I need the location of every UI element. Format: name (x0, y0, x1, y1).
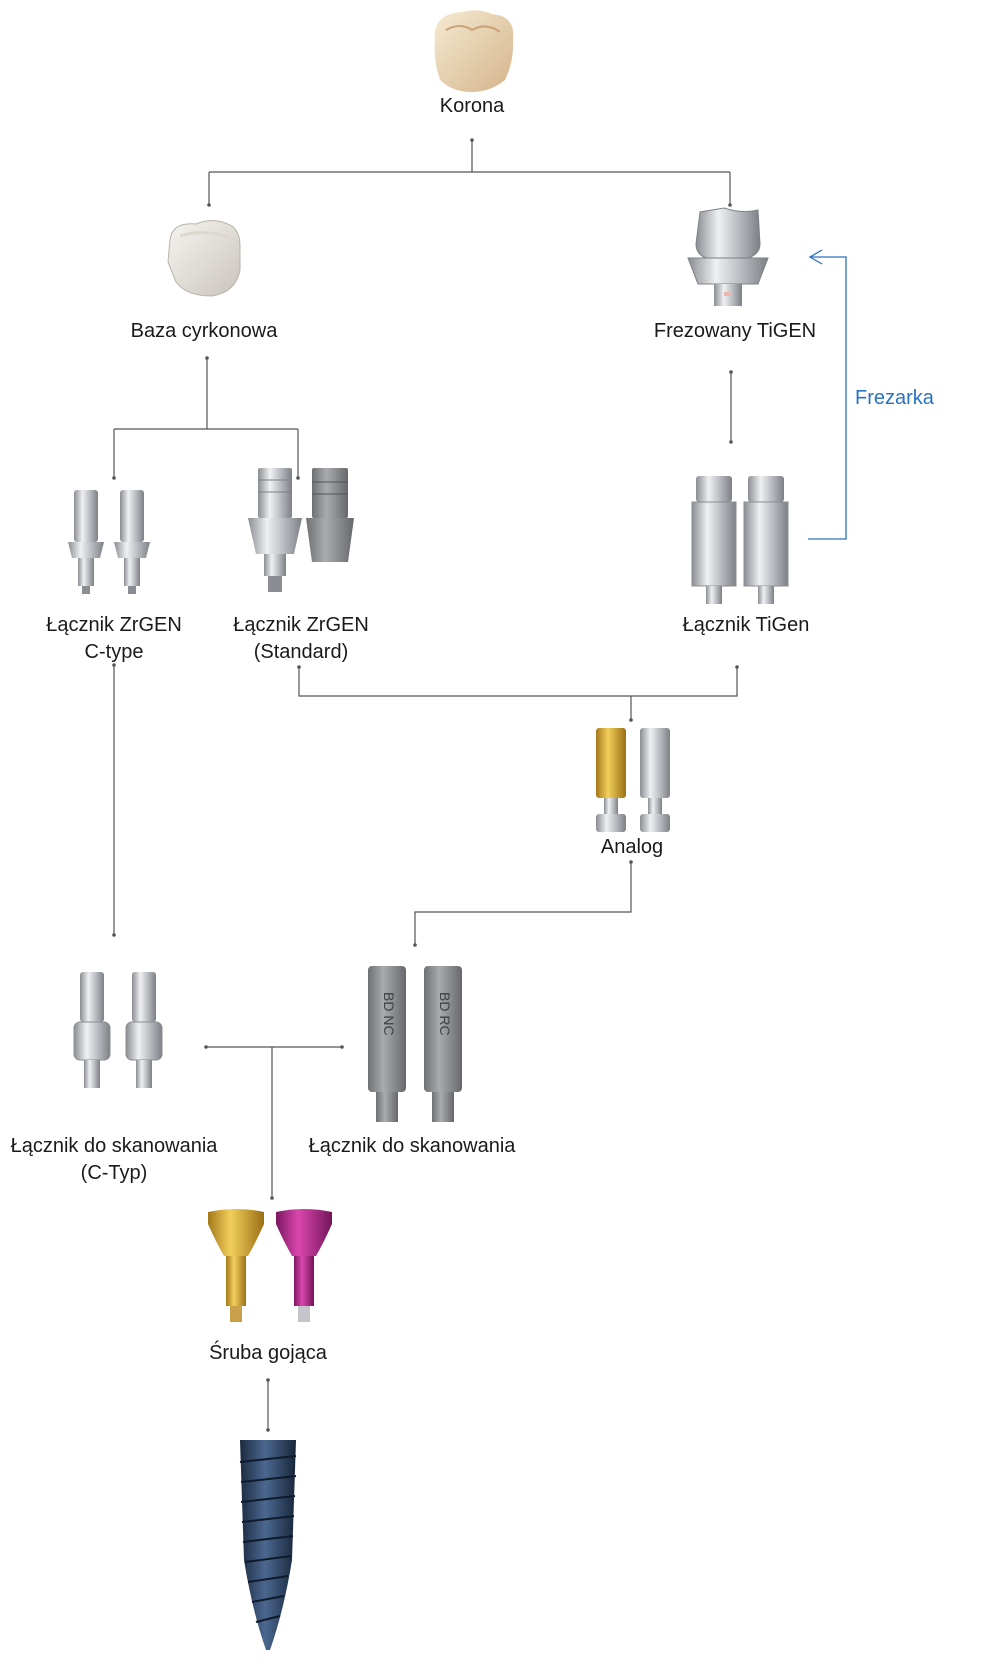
scanbody-image: BD NC BD RC (368, 966, 462, 1122)
zrgen-ctype-image (68, 490, 150, 594)
label-analog: Analog (582, 834, 682, 861)
scanbody-ctype-image (74, 972, 162, 1088)
implant-image (240, 1440, 296, 1650)
label-scan-ctype-line2: (C-Typ) (0, 1160, 228, 1187)
label-zrgen-ctype: Łącznik ZrGEN C-type (28, 612, 200, 666)
label-zrgen-ctype-line1: Łącznik ZrGEN (28, 612, 200, 639)
label-scan: Łącznik do skanowania (298, 1133, 526, 1160)
crown-image (435, 10, 514, 92)
label-frezowany-tigen: Frezowany TiGEN (640, 318, 830, 345)
label-scan-ctype: Łącznik do skanowania (C-Typ) (0, 1133, 228, 1187)
scanbody-rc-engraving: BD RC (437, 992, 453, 1036)
zrgen-standard-image (248, 468, 354, 592)
tigen-blank-image (692, 476, 788, 604)
label-scan-ctype-line1: Łącznik do skanowania (0, 1133, 228, 1160)
label-korona: Korona (422, 93, 522, 120)
label-frezarka: Frezarka (855, 387, 934, 410)
frezarka-arrow (808, 250, 846, 539)
label-zrgen-standard-line1: Łącznik ZrGEN (215, 612, 387, 639)
label-baza-cyrkonowa: Baza cyrkonowa (114, 318, 294, 345)
connector-zrgen-std-tigen (299, 667, 737, 696)
milled-tigen-image (688, 208, 768, 306)
healing-screw-image (208, 1209, 332, 1322)
label-zrgen-ctype-line2: C-type (28, 639, 200, 666)
label-zrgen-standard-line2: (Standard) (215, 639, 387, 666)
label-sruba-gojaca: Śruba gojąca (178, 1340, 358, 1367)
label-zrgen-standard: Łącznik ZrGEN (Standard) (215, 612, 387, 666)
zirconia-base-image (168, 220, 240, 296)
label-tigen: Łącznik TiGen (666, 612, 826, 639)
analog-image (596, 728, 670, 832)
connector-analog-down (415, 862, 631, 945)
scanbody-nc-engraving: BD NC (381, 992, 397, 1036)
